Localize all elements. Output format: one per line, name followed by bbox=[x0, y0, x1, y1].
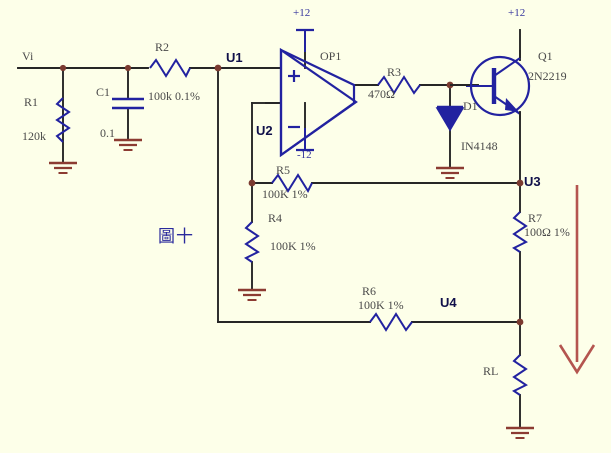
node-label-u3: U3 bbox=[524, 174, 541, 189]
ground-r4 bbox=[236, 288, 268, 302]
resistor-r6-symbol bbox=[369, 312, 413, 332]
junction-r1 bbox=[59, 64, 67, 72]
resistor-r4-value: 100K 1% bbox=[270, 239, 316, 253]
resistor-r6-value: 100K 1% bbox=[358, 298, 404, 312]
transistor-q1-value: 2N2219 bbox=[528, 69, 567, 83]
ground-rl bbox=[504, 426, 536, 440]
node-label-u4: U4 bbox=[440, 295, 457, 310]
input-port-label: Vi bbox=[22, 49, 34, 63]
rail-label-opamp-positive: +12 bbox=[293, 7, 311, 19]
resistor-r4-ref: R4 bbox=[268, 211, 283, 225]
resistor-r7-value: 100Ω 1% bbox=[524, 225, 570, 239]
resistor-r7-symbol bbox=[512, 211, 528, 253]
junction-u1 bbox=[214, 64, 222, 72]
transistor-q1-symbol bbox=[450, 50, 531, 120]
opamp-op1-ref: OP1 bbox=[320, 49, 342, 63]
ground-d1 bbox=[434, 166, 466, 180]
resistor-r4-symbol bbox=[244, 221, 260, 263]
wires bbox=[17, 29, 521, 429]
diode-d1-value: IN4148 bbox=[461, 139, 498, 153]
junction-c1 bbox=[124, 64, 132, 72]
figure-caption: 圖十 bbox=[158, 227, 194, 246]
resistor-r1-ref: R1 bbox=[24, 95, 39, 109]
capacitor-c1-value: 0.1 bbox=[100, 126, 115, 140]
resistor-r2-ref: R2 bbox=[155, 40, 170, 54]
resistor-rl-symbol bbox=[512, 354, 528, 396]
resistor-r1-symbol bbox=[55, 97, 71, 143]
resistor-r5-symbol bbox=[271, 173, 313, 194]
capacitor-c1-ref: C1 bbox=[96, 85, 111, 99]
junction-u3 bbox=[516, 179, 524, 187]
transistor-q1-ref: Q1 bbox=[538, 49, 553, 63]
junction-dots bbox=[59, 64, 524, 326]
resistor-rl-ref: RL bbox=[483, 364, 499, 378]
resistor-r2-symbol bbox=[149, 58, 191, 79]
junction-u2 bbox=[248, 179, 256, 187]
resistor-r3-value: 470Ω bbox=[368, 87, 395, 101]
junction-u4 bbox=[516, 318, 524, 326]
diode-d1-symbol bbox=[435, 105, 465, 132]
rail-label-transistor-collector: +12 bbox=[508, 7, 526, 19]
ground-r1 bbox=[47, 161, 79, 175]
rail-label-opamp-negative: -12 bbox=[297, 149, 312, 161]
ground-c1 bbox=[112, 138, 144, 152]
resistor-r5-ref: R5 bbox=[276, 163, 291, 177]
resistor-r7-ref: R7 bbox=[528, 211, 543, 225]
diode-d1-ref: D1 bbox=[463, 99, 478, 113]
opamp-op1-symbol bbox=[279, 28, 358, 158]
node-label-u2: U2 bbox=[256, 123, 273, 138]
resistor-r3-symbol bbox=[377, 75, 421, 95]
resistor-r2-value: 100k 0.1% bbox=[148, 89, 200, 103]
capacitor-c1-symbol bbox=[112, 97, 144, 110]
resistor-r6-ref: R6 bbox=[362, 284, 377, 298]
resistor-r1-value: 120k bbox=[22, 129, 46, 143]
current-direction-arrow bbox=[558, 185, 596, 375]
resistor-r3-ref: R3 bbox=[387, 65, 402, 79]
resistor-r5-value: 100K 1% bbox=[262, 187, 308, 201]
node-label-u1: U1 bbox=[226, 50, 243, 65]
